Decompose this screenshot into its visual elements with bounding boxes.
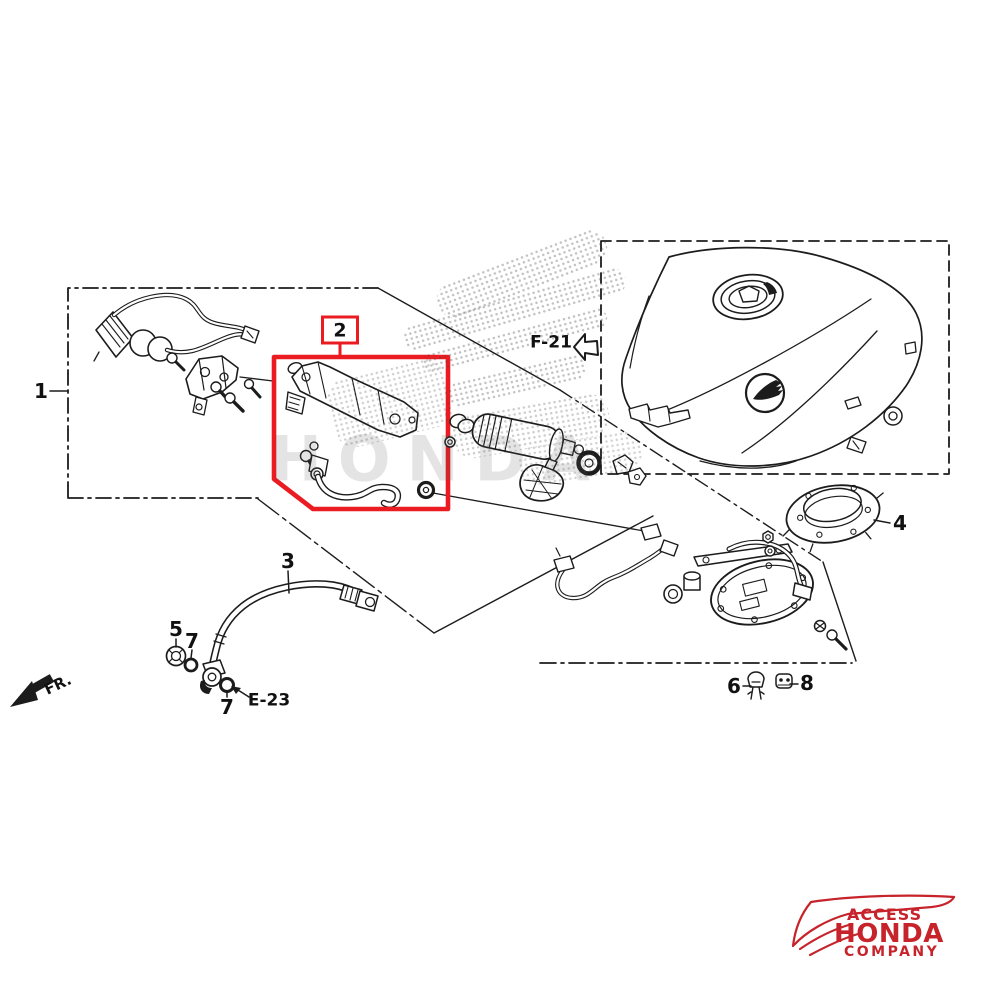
boundary-lines <box>49 287 857 664</box>
part5-washer <box>165 645 187 667</box>
fr-arrow-icon <box>10 674 55 707</box>
callout-part1[interactable]: 1 <box>34 379 48 403</box>
callout-part7-upper[interactable]: 7 <box>185 629 199 653</box>
f21-arrow-icon <box>573 333 599 361</box>
callout-part6[interactable]: 6 <box>727 674 741 698</box>
o-ring <box>416 480 436 500</box>
part3-fuel-hose <box>165 580 379 694</box>
part6-and-part8-clips <box>747 671 793 700</box>
fuel-pump-and-strainer <box>444 413 647 502</box>
callout-part7-lower[interactable]: 7 <box>220 695 234 719</box>
callout-leader-lines <box>175 519 891 698</box>
part7-o-ring-upper <box>183 657 199 673</box>
logo-access-text: ACCESS <box>847 905 923 924</box>
part2-highlight-box[interactable] <box>271 342 451 512</box>
callout-part3[interactable]: 3 <box>281 549 295 573</box>
e23-arrow-icon <box>231 686 241 694</box>
callout-part2[interactable]: 2 <box>321 315 359 345</box>
fuel-pump-motor <box>471 413 585 463</box>
callout-part8[interactable]: 8 <box>800 671 814 695</box>
part2-regulator-joint-assembly <box>285 361 436 508</box>
fuel-tank-illustration <box>621 246 923 469</box>
honda-emblem-icon <box>744 372 786 414</box>
f21-reference-dashed-box <box>600 240 950 475</box>
honda-wing-logo-icon <box>791 894 956 957</box>
logo-honda-text: HONDA <box>834 919 944 949</box>
part1-harness-bracket-assembly <box>93 292 262 416</box>
callout-part5[interactable]: 5 <box>169 617 183 641</box>
logo-company-text: COMPANY <box>844 944 940 960</box>
access-honda-company-logo: ACCESS HONDA COMPANY <box>788 886 988 966</box>
callout-part4[interactable]: 4 <box>893 511 907 535</box>
pump-flange-assembly <box>553 523 848 651</box>
ref-e23[interactable]: E-23 <box>247 690 291 711</box>
part4-setting-plate <box>782 484 884 553</box>
ref-f21[interactable]: F-21 <box>530 332 572 353</box>
pump-o-ring <box>576 450 602 476</box>
part7-o-ring-lower <box>219 677 235 693</box>
